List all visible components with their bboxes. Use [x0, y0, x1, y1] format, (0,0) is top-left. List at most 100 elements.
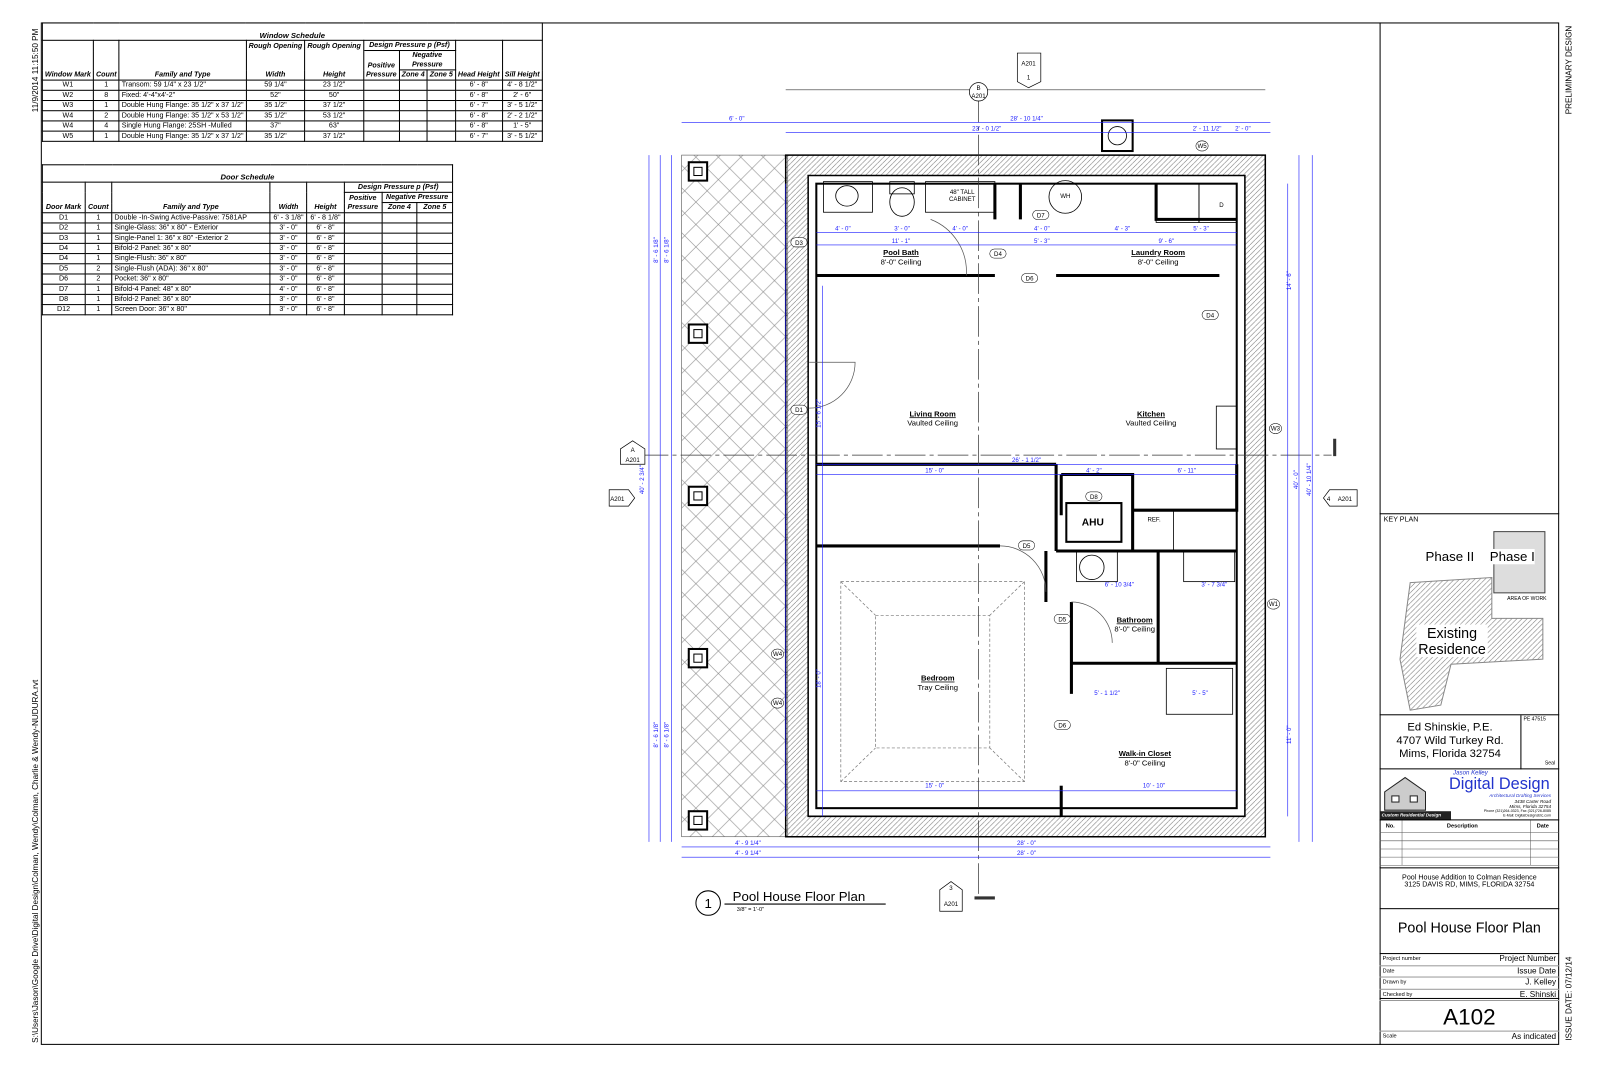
cell: 6' - 8 1/8" — [306, 212, 345, 224]
door-schedule-table: Door Schedule Door Mark Count Family and… — [41, 164, 454, 316]
firm-banner: Custom Residential Design — [1381, 812, 1442, 818]
firm-city: Mims, Florida 32754 — [1509, 804, 1552, 810]
info-label: Date — [1382, 967, 1395, 974]
rev-date-header: Date — [1536, 823, 1549, 830]
room-ceiling: Tray Ceiling — [918, 683, 958, 692]
cell: 4' - 8 1/2" — [501, 79, 543, 91]
cell — [416, 212, 454, 224]
info-label: Drawn by — [1382, 979, 1407, 986]
cell: 2' - 6" — [501, 89, 543, 102]
col-header: Negative Pressure — [398, 49, 456, 71]
window-tag: W5 — [1197, 143, 1207, 150]
window-tag-bubble — [771, 648, 784, 660]
rev-description-header: Description — [1446, 823, 1478, 830]
scale-label: Scale — [1382, 1033, 1397, 1040]
room-name: Bedroom — [921, 674, 955, 683]
firm-contact: Phone (321)264-0323, Fax (321)726-8085 — [1483, 809, 1552, 814]
cell: 2 — [92, 110, 120, 122]
dimension-text: 4' - 0" — [952, 226, 968, 233]
project-address: 3125 DAVIS RD, MIMS, FLORIDA 32754 — [1404, 881, 1535, 889]
cell — [362, 130, 400, 142]
wh-label: WH — [1060, 193, 1070, 200]
preliminary-stamp: PRELIMINARY DESIGN — [1564, 25, 1574, 115]
cell — [362, 110, 400, 122]
issue-date: ISSUE DATE: 07/12/14 — [1564, 956, 1574, 1041]
cell: 3' - 0" — [269, 263, 308, 275]
dimension-text: 11' - 1" — [892, 238, 911, 245]
cell: 2 — [84, 273, 113, 285]
dimension-text: 28' - 10 1/4" — [1010, 115, 1043, 122]
cell: 6' - 3 1/8" — [269, 212, 308, 224]
key-plan: KEY PLAN Phase II Phase I AREA OF WORK E… — [1379, 513, 1560, 715]
fixtures — [823, 119, 1238, 715]
cell: 6' - 8" — [306, 263, 345, 275]
area-of-work-label: AREA OF WORK — [1507, 595, 1547, 603]
door-tag: D4 — [994, 251, 1002, 258]
cell: 3' - 0" — [269, 253, 308, 265]
firm-name: Digital Design — [1448, 775, 1550, 793]
cell: 2' - 2 1/2" — [501, 110, 543, 122]
dimension-text: 14' - 6" — [1286, 271, 1293, 290]
door-schedule-title: Door Schedule — [41, 164, 454, 183]
room-name: Bathroom — [1117, 615, 1153, 624]
engineer-address: 4707 Wild Turkey Rd. — [1396, 734, 1504, 747]
svg-text:4: 4 — [1327, 496, 1331, 503]
dimension-text: 4' - 9 1/4" — [735, 850, 761, 857]
svg-text:3: 3 — [949, 885, 953, 892]
existing-residence-label: Existing Residence — [1416, 624, 1488, 658]
svg-text:A201: A201 — [971, 93, 986, 100]
dimension-text: 8' - 6 1/8" — [663, 237, 670, 263]
room-ceiling: Vaulted Ceiling — [1126, 419, 1177, 428]
svg-text:A201: A201 — [1021, 60, 1036, 67]
firm-logo: Custom Residential Design Jason Kelley D… — [1379, 768, 1560, 821]
dimension-text: 5' - 3" — [1034, 238, 1050, 245]
cell: 3' - 0" — [269, 273, 308, 285]
dimension-text: 23' - 0 1/2" — [972, 126, 1001, 133]
door-tag-bubble — [1053, 614, 1071, 624]
door-tag-bubble — [1021, 273, 1039, 283]
cell: 3' - 5 1/2" — [501, 99, 543, 112]
cell: 1 — [84, 293, 113, 306]
col-header: Window Mark — [41, 39, 94, 81]
dimension-text: 3' - 7 3/4" — [1201, 582, 1227, 589]
cell: 4 — [92, 120, 120, 132]
scale-value: As indicated — [1511, 1031, 1557, 1041]
col-header: Zone 5 — [416, 202, 454, 214]
col-header: Family and Type — [111, 181, 271, 214]
engineer-city: Mims, Florida 32754 — [1399, 747, 1501, 761]
firm-address: 3438 Carter Road — [1514, 798, 1552, 805]
cell — [416, 232, 454, 244]
col-header: Head Height — [454, 39, 503, 81]
window-tag: W4 — [773, 700, 783, 707]
svg-text:B: B — [977, 85, 981, 92]
cabinet-label: CABINET — [949, 196, 976, 203]
dimension-text: 18' - 0" — [815, 669, 822, 688]
cell — [362, 89, 400, 102]
col-header: Negative Pressure — [381, 191, 454, 204]
scale-row: Scale As indicated — [1379, 1030, 1560, 1042]
col-header: Width — [245, 50, 306, 81]
cell: 1 — [92, 130, 120, 142]
info-label: Project number — [1382, 956, 1421, 963]
col-header: Sill Height — [501, 39, 543, 81]
cell: 1 — [84, 212, 113, 224]
title-block — [1379, 22, 1560, 1045]
svg-text:A201: A201 — [626, 457, 641, 464]
cell: 1 — [84, 304, 113, 316]
existing-text: Existing — [1427, 624, 1478, 641]
dimension-text: 11' - 0" — [1286, 725, 1293, 744]
svg-text:A: A — [631, 447, 636, 454]
